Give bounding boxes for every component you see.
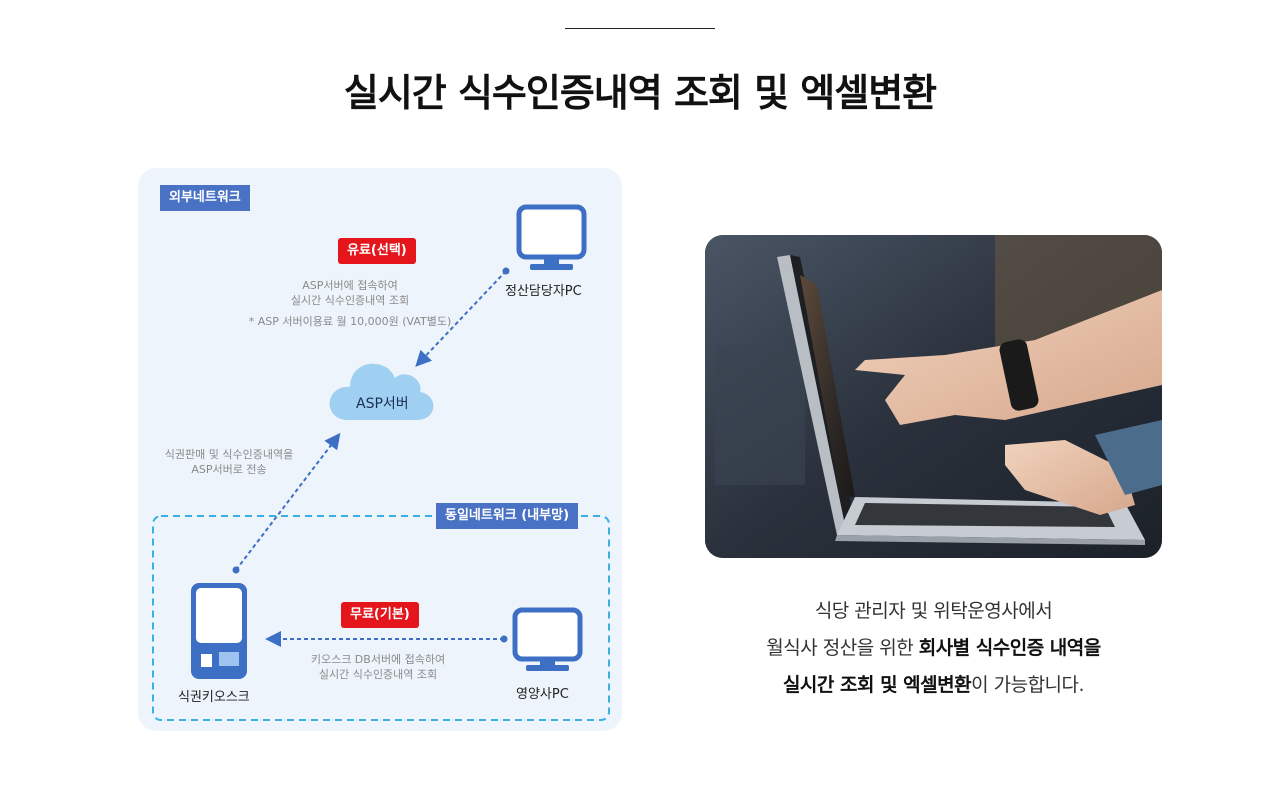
settlement-to-asp-link	[415, 270, 507, 367]
caption-line-1: 식당 관리자 및 위탁운영사에서	[814, 600, 1053, 622]
kiosk-icon	[191, 583, 247, 679]
external-network-tag: 외부네트워크	[160, 185, 250, 211]
asp-server-label: ASP서버	[356, 396, 409, 412]
free-option-note: 키오스크 DB서버에 접속하여 실시간 식수인증내역 조회	[310, 653, 446, 681]
internal-network-tag: 동일네트워크 (내부망)	[436, 503, 579, 529]
laptop-photo-illustration	[705, 235, 1162, 558]
paid-option-note: ASP서버에 접속하여 실시간 식수인증내역 조회 * ASP 서버이용료 월 …	[248, 279, 452, 328]
top-divider	[565, 28, 715, 29]
laptop-photo	[705, 235, 1162, 558]
page-title: 실시간 식수인증내역 조회 및 엑셀변환	[343, 71, 937, 115]
settlement-pc-monitor-icon	[516, 204, 587, 270]
internal-network-boundary	[152, 515, 610, 721]
caption-line-3: 실시간 조회 및 엑셀변환이 가능합니다.	[782, 674, 1085, 696]
kiosk-to-asp-link	[235, 432, 341, 571]
network-diagram: 외부네트워크 유료(선택) ASP서버에 접속하여 실시간 식수인증내역 조회 …	[138, 168, 622, 731]
nutritionist-pc-label: 영양사PC	[516, 687, 569, 702]
kiosk-label: 식권키오스크	[178, 690, 250, 705]
kiosk-transfer-note: 식권판매 및 식수인증내역을 ASP서버로 전송	[164, 448, 294, 476]
free-option-badge: 무료(기본)	[341, 602, 419, 628]
caption-line-2: 월식사 정산을 위한 회사별 식수인증 내역을	[766, 637, 1101, 659]
paid-option-badge: 유료(선택)	[338, 238, 416, 264]
settlement-pc-label: 정산담당자PC	[505, 284, 582, 299]
feature-description: 식당 관리자 및 위탁운영사에서 월식사 정산을 위한 회사별 식수인증 내역을…	[700, 593, 1167, 704]
nutritionist-pc-monitor-icon	[512, 607, 583, 671]
diagram-links	[152, 267, 610, 721]
nutritionist-link-dot	[500, 635, 508, 643]
kiosk-link-dot	[232, 566, 240, 574]
settlement-link-dot	[502, 267, 510, 275]
cloud-icon	[329, 363, 434, 420]
